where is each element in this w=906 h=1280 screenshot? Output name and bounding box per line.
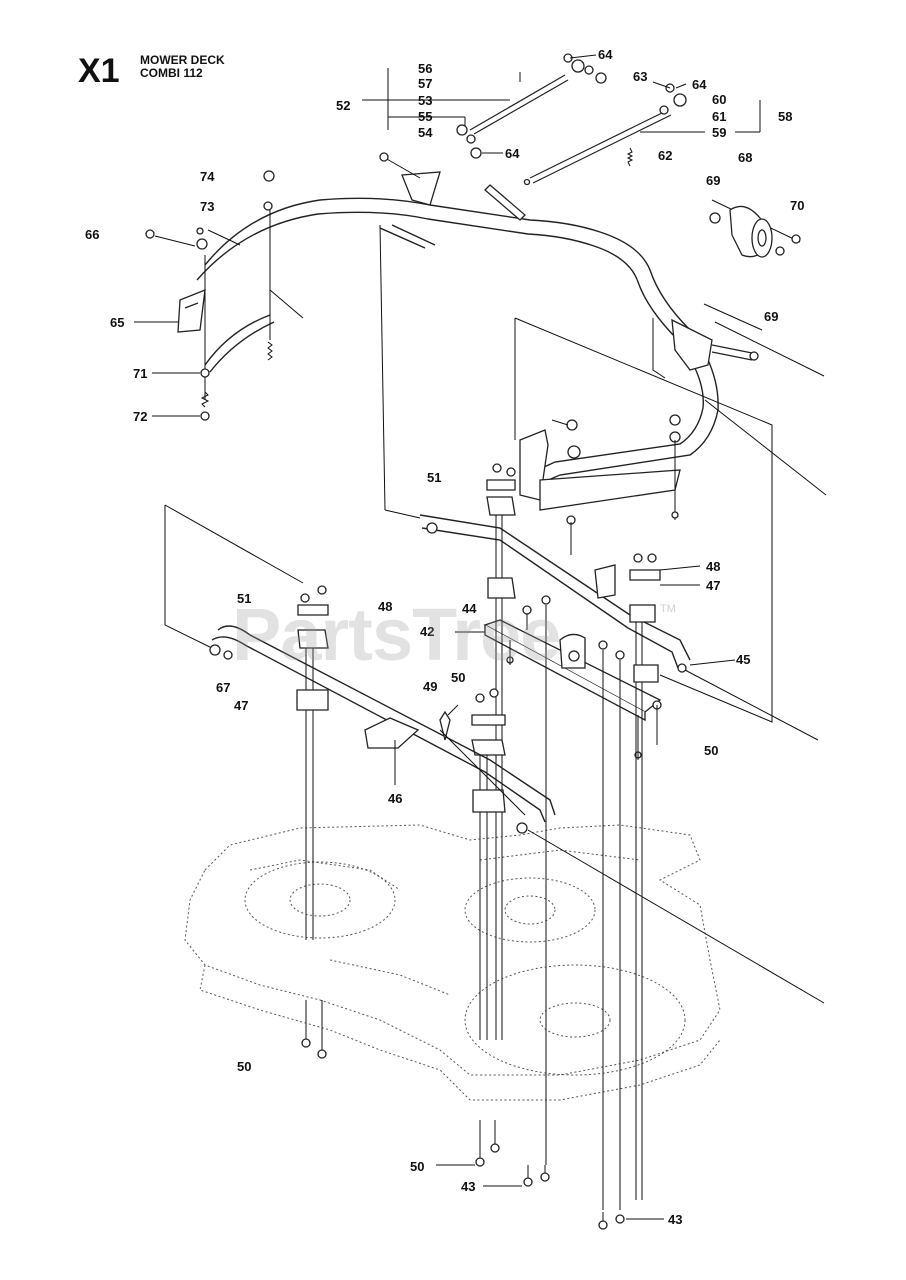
callout-61: 61: [712, 109, 726, 124]
lift-frame-tube: [134, 152, 719, 491]
bottom-fasteners: [301, 1000, 664, 1230]
callout-58: 58: [778, 109, 792, 124]
callout-48-left: 48: [378, 599, 392, 614]
watermark-logo: PartsTree: [232, 593, 561, 676]
callout-59: 59: [712, 125, 726, 140]
watermark-trademark: TM: [660, 603, 676, 615]
callout-72: 72: [133, 409, 147, 424]
callout-43-center: 43: [461, 1179, 475, 1194]
callout-67: 67: [216, 680, 230, 695]
callout-42: 42: [420, 624, 434, 639]
callout-51-lower: 51: [237, 591, 251, 606]
callout-57: 57: [418, 76, 432, 91]
callout-47-right: 47: [706, 578, 720, 593]
callout-66: 66: [85, 227, 99, 242]
lower-cross-bar: [164, 504, 825, 1004]
callout-46: 46: [388, 791, 402, 806]
callout-73: 73: [200, 199, 214, 214]
section-title-line1: MOWER DECK: [140, 53, 225, 67]
lift-links: [296, 463, 701, 1200]
callout-50-right: 50: [704, 743, 718, 758]
callout-43-right: 43: [668, 1212, 682, 1227]
callout-45: 45: [736, 652, 750, 667]
callout-48-right: 48: [706, 559, 720, 574]
callout-52: 52: [336, 98, 350, 113]
callout-53: 53: [418, 93, 432, 108]
callout-64-left: 64: [505, 146, 520, 161]
adjustment-rod-assembly: [362, 53, 761, 186]
callout-50-left: 50: [237, 1059, 251, 1074]
callout-64-right: 64: [692, 77, 707, 92]
callout-47-left: 47: [234, 698, 248, 713]
callout-54: 54: [418, 125, 433, 140]
callout-60: 60: [712, 92, 726, 107]
callout-69-lower: 69: [764, 309, 778, 324]
callout-56: 56: [418, 61, 432, 76]
callout-63: 63: [633, 69, 647, 84]
callout-70: 70: [790, 198, 804, 213]
callout-64-top: 64: [598, 47, 613, 62]
callout-71: 71: [133, 366, 147, 381]
callout-44: 44: [462, 601, 477, 616]
callout-50-center: 50: [451, 670, 465, 685]
callout-62: 62: [658, 148, 672, 163]
callout-51-upper: 51: [427, 470, 441, 485]
callout-65: 65: [110, 315, 124, 330]
callout-50-bottom: 50: [410, 1159, 424, 1174]
section-title: MOWER DECK COMBI 112: [140, 54, 225, 80]
callout-68: 68: [738, 150, 752, 165]
right-bracket-assembly: [514, 303, 827, 723]
callout-69-top: 69: [706, 173, 720, 188]
section-title-line2: COMBI 112: [140, 66, 203, 80]
hanger-plate-assembly: [455, 595, 662, 1210]
mower-deck-housing: [184, 824, 721, 1101]
callout-55: 55: [418, 109, 432, 124]
gauge-wheel-assembly: [709, 199, 801, 258]
callout-74: 74: [200, 169, 215, 184]
section-code: X1: [78, 52, 120, 90]
callout-49: 49: [423, 679, 437, 694]
callout-labels: 56 57 52 53 55 54 64 64 63 64 60 61 59 5…: [85, 47, 804, 1227]
